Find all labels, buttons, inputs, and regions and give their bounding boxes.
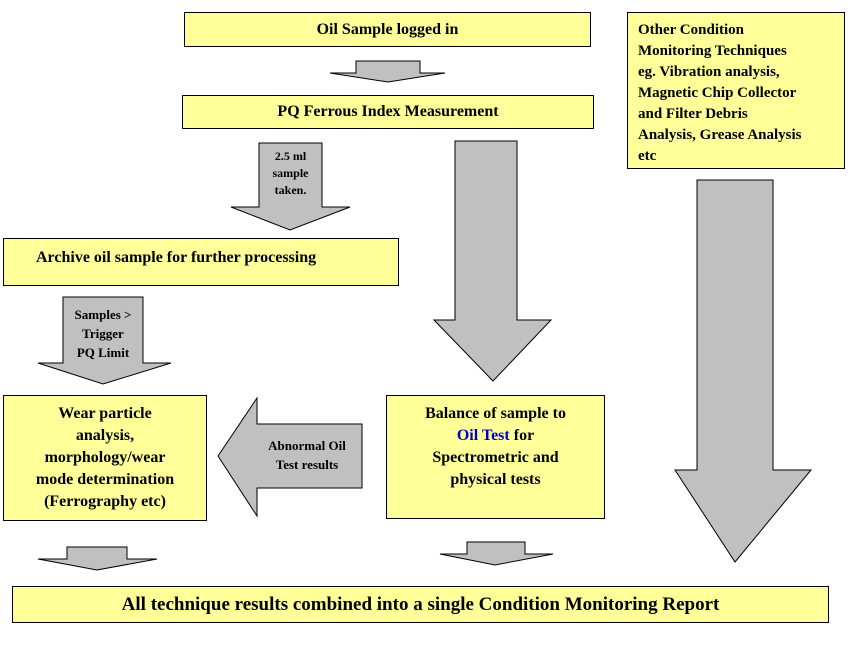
arrow-pq-to-balance <box>432 140 553 382</box>
archive-text: Archive oil sample for further processin… <box>36 249 317 266</box>
sample-taken-line: taken. <box>274 183 307 197</box>
other-techniques-line: and Filter Debris <box>638 106 748 122</box>
arrow-sample-taken <box>230 142 351 231</box>
balance-line: Balance of sample to <box>425 405 566 422</box>
wear-particle-box: Wear particle analysis, morphology/wear … <box>3 395 207 521</box>
balance-for-text: for <box>509 427 535 444</box>
pq-ferrous-box: PQ Ferrous Index Measurement <box>182 95 594 129</box>
balance-box: Balance of sample to Oil Test for Spectr… <box>386 395 605 519</box>
oil-sample-logged-box: Oil Sample logged in <box>184 12 591 47</box>
other-techniques-line: Magnetic Chip Collector <box>638 85 797 101</box>
sample-taken-line: 2.5 ml <box>274 149 307 163</box>
combined-report-box: All technique results combined into a si… <box>12 586 829 623</box>
wear-particle-line: analysis, <box>75 427 135 444</box>
pq-ferrous-text: PQ Ferrous Index Measurement <box>277 103 499 120</box>
trigger-label: Samples > Trigger PQ Limit <box>63 305 143 362</box>
archive-box: Archive oil sample for further processin… <box>3 238 399 286</box>
balance-line-2: Oil Test for <box>457 425 534 447</box>
trigger-line: Samples > <box>74 307 132 322</box>
oil-test-link[interactable]: Oil Test <box>456 427 510 444</box>
abnormal-line: Test results <box>275 457 339 472</box>
other-techniques-line: etc <box>638 148 657 164</box>
wear-particle-line: mode determination <box>35 471 175 488</box>
other-techniques-line: Monitoring Techniques <box>638 43 787 59</box>
balance-line: Spectrometric and <box>432 449 559 466</box>
other-techniques-line: eg. Vibration analysis, <box>638 64 780 80</box>
combined-report-text: All technique results combined into a si… <box>121 593 720 615</box>
other-techniques-line: Analysis, Grease Analysis <box>638 127 802 143</box>
arrow-logged-to-pq <box>329 60 446 83</box>
oil-sample-logged-text: Oil Sample logged in <box>316 20 459 38</box>
arrow-balance-to-report <box>439 541 554 566</box>
other-techniques-line: Other Condition <box>638 22 744 38</box>
arrow-other-to-report <box>674 179 813 563</box>
arrow-trigger <box>37 296 172 385</box>
other-techniques-box: Other Condition Monitoring Techniques eg… <box>627 12 845 169</box>
trigger-line: PQ Limit <box>76 345 130 360</box>
arrow-abnormal <box>217 396 363 518</box>
abnormal-line: Abnormal Oil <box>268 438 346 453</box>
sample-taken-label: 2.5 ml sample taken. <box>259 148 322 199</box>
balance-line: physical tests <box>450 471 541 488</box>
sample-taken-line: sample <box>272 166 309 180</box>
wear-particle-line: Wear particle <box>58 405 152 422</box>
trigger-line: Trigger <box>82 326 124 341</box>
wear-particle-line: morphology/wear <box>44 449 166 466</box>
arrow-wear-to-report <box>37 546 158 571</box>
abnormal-label: Abnormal Oil Test results <box>252 436 362 474</box>
wear-particle-line: (Ferrography etc) <box>44 493 166 510</box>
